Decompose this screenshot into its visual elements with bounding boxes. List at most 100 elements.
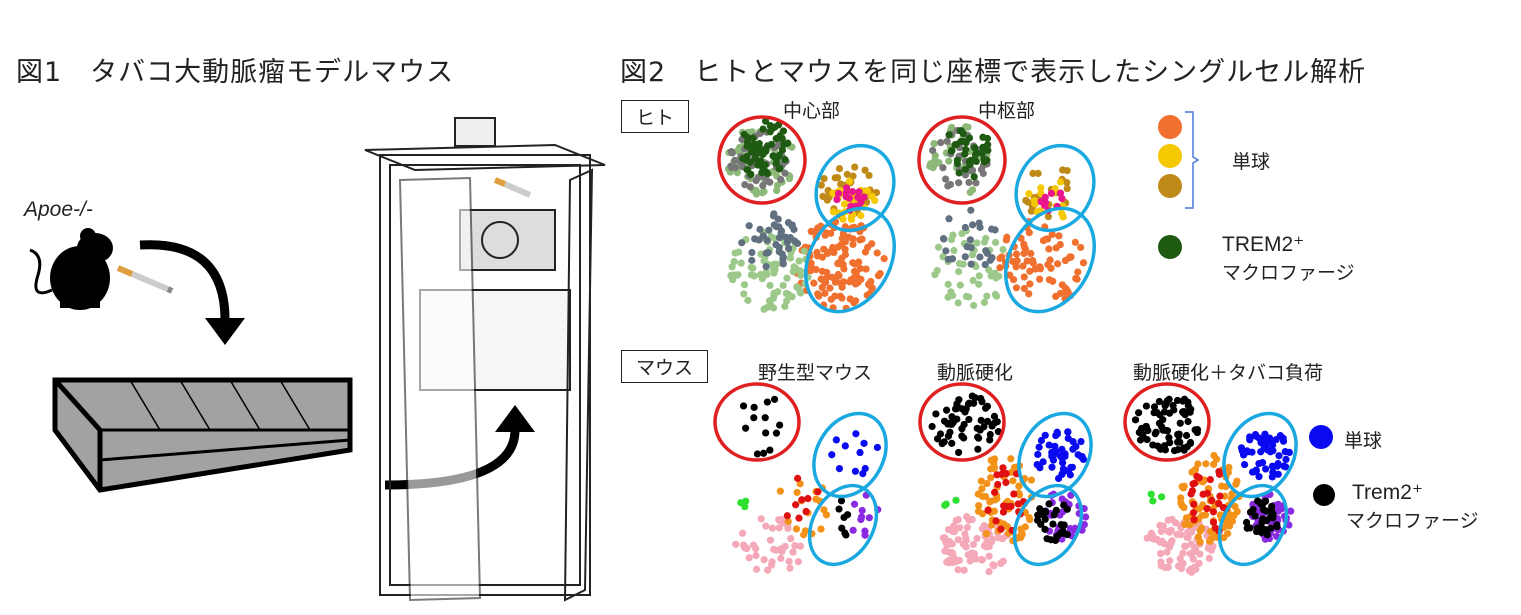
wire-cage [52, 377, 353, 493]
umap-dot-trem2 [1187, 405, 1195, 413]
umap-dot-trem2 [1184, 417, 1192, 426]
umap-dot-human [740, 281, 749, 289]
umap-dot-human [941, 175, 950, 183]
umap-dot-human [944, 293, 952, 301]
umap-dot-human [966, 236, 974, 244]
umap-dot-trem2 [1034, 511, 1042, 519]
umap-dot-monocyte [856, 264, 865, 273]
umap-dot-trem2 [954, 448, 963, 457]
umap-dot-human [781, 302, 789, 310]
umap-dot-human [770, 260, 778, 268]
umap-dot-mouse [980, 522, 988, 530]
umap-dot-mouse [766, 536, 775, 544]
umap-dot-human [940, 235, 948, 243]
umap-dot-monocyte [998, 253, 1006, 261]
legend-trem2-human: TREM2⁺ [1222, 233, 1305, 256]
umap-dot-mouse [1181, 520, 1189, 529]
umap-dot-mouse [963, 523, 972, 532]
umap-dot-mouse [986, 498, 994, 506]
umap-dot-monocyte [1066, 471, 1074, 479]
umap-dot-monocyte [813, 248, 821, 256]
umap-dot-human [1058, 194, 1066, 203]
umap-dot-monocyte [1020, 284, 1028, 293]
umap-dot-mouse [789, 548, 797, 556]
umap-dot-trem2 [1041, 515, 1049, 523]
umap-dot-trem2 [776, 421, 784, 429]
umap-dot-human [961, 223, 969, 232]
umap-dot-mouse [973, 534, 981, 543]
umap-dot-mouse [1191, 545, 1200, 553]
umap-dot-mouse [1163, 548, 1171, 556]
umap-dot-mouse [985, 542, 993, 551]
umap-dot-trem2 [932, 410, 940, 418]
umap-dot-mouse [982, 492, 990, 501]
umap-dot-trem2 [970, 399, 978, 407]
umap-dot-monocyte [1052, 447, 1060, 455]
umap-dot-trem2 [968, 392, 976, 400]
arrow-down-icon [139, 240, 245, 345]
umap-dot-trem2 [947, 147, 956, 155]
umap-dot-trem2 [1136, 436, 1145, 444]
umap-dot-mouse [787, 534, 795, 543]
umap-dot-monocyte [835, 464, 844, 473]
panel-title-wildtype: 野生型マウス [758, 362, 873, 384]
umap-dot-monocyte [851, 467, 860, 475]
umap-dot-mouse [1160, 540, 1169, 548]
umap-dot-monocyte [1077, 453, 1086, 461]
umap-dot-mouse [954, 566, 962, 574]
circle-trem2-region [717, 115, 807, 205]
umap-dot-monocyte [1243, 447, 1251, 455]
umap-dot-human [945, 157, 953, 165]
umap-dot-mouse [1017, 533, 1025, 542]
umap-dot-monocyte [1077, 437, 1085, 446]
umap-dot-trem2 [970, 173, 978, 181]
umap-dot-monocyte [843, 170, 851, 178]
umap-dot-monocyte [1036, 464, 1044, 472]
umap-dot-monocyte [827, 295, 835, 303]
circle-monocyte-region [1222, 411, 1298, 499]
umap-dot-mouse [1058, 495, 1066, 503]
umap-dot-mouse [1007, 502, 1015, 511]
umap-dot-mouse [1143, 534, 1151, 542]
umap-dot-mouse [1177, 564, 1186, 573]
legend-brace [1185, 111, 1200, 209]
umap-dot-monocyte [827, 229, 835, 237]
umap-dot-trem2 [761, 414, 769, 422]
umap-dot-monocyte [861, 166, 869, 174]
umap-dot-mouse [941, 501, 949, 509]
umap-dot-mouse [1205, 554, 1213, 562]
umap-dot-mouse [1025, 513, 1033, 522]
umap-dot-human [744, 296, 752, 304]
umap-dot-monocyte [810, 279, 818, 287]
umap-dot-monocyte [1048, 230, 1056, 239]
legend-monocyte-human: 単球 [1232, 151, 1271, 173]
umap-dot-human [1040, 201, 1049, 209]
umap-dot-mouse [1190, 500, 1198, 508]
umap-dot-mouse [1202, 460, 1210, 468]
umap-dot-monocyte [1275, 452, 1283, 460]
umap-dot-monocyte [838, 283, 846, 291]
umap-dot-monocyte [1071, 238, 1079, 246]
umap-dot-human [730, 258, 738, 266]
umap-dot-human [748, 256, 756, 264]
umap-dot-trem2 [965, 157, 973, 165]
umap-dot-mouse [1194, 460, 1202, 468]
umap-dot-mouse [804, 494, 812, 503]
umap-dot-trem2 [953, 160, 961, 168]
umap-dot-monocyte [1048, 452, 1056, 460]
panel-title-center: 中心部 [783, 100, 841, 122]
umap-dot-mouse [792, 525, 801, 533]
umap-dot-mouse [1179, 549, 1187, 557]
umap-dot-human [770, 269, 778, 277]
umap-dot-mouse [770, 545, 778, 554]
umap-dot-monocyte [1019, 262, 1027, 270]
umap-dot-human [727, 162, 735, 170]
umap-dot-trem2 [1161, 446, 1169, 454]
umap-dot-monocyte [849, 172, 857, 180]
umap-dot-mouse [1193, 472, 1201, 480]
umap-dot-mouse [968, 549, 976, 557]
umap-dot-trem2 [743, 133, 752, 141]
umap-dot-human [977, 165, 986, 174]
umap-dot-trem2 [775, 165, 783, 173]
umap-dot-mouse [1157, 527, 1165, 535]
